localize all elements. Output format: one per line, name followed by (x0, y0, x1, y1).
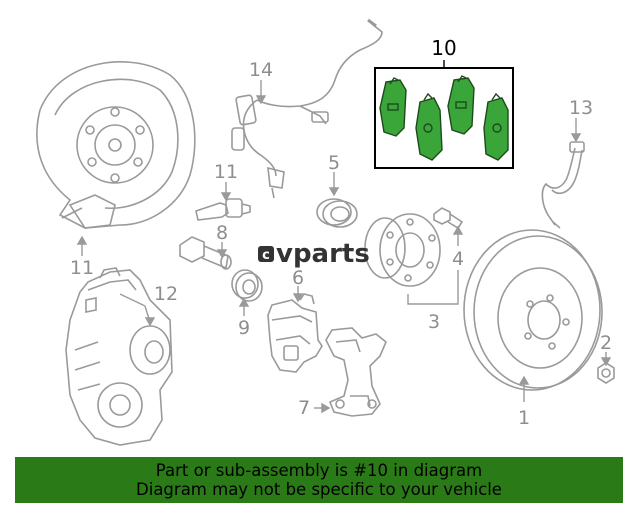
callout-1: 1 (518, 407, 530, 429)
caliper-bracket (325, 327, 387, 417)
info-banner: Part or sub-assembly is #10 in diagram D… (15, 457, 623, 503)
leader-lines (76, 60, 612, 414)
callout-13: 13 (569, 97, 593, 119)
banner-line-2: Diagram may not be specific to your vehi… (136, 480, 502, 499)
abs-sensor-wire (231, 18, 383, 199)
callout-12: 12 (154, 283, 178, 305)
brake-pad-3 (447, 75, 475, 135)
dust-shield (36, 61, 196, 229)
pin-boot (231, 269, 263, 302)
brake-rotor (463, 229, 603, 391)
brake-pad-1 (379, 77, 407, 137)
guide-pin (195, 198, 251, 221)
callout-2: 2 (600, 332, 612, 354)
caliper-pin-bolt (179, 236, 232, 270)
brake-pad-set-box (374, 67, 514, 169)
brake-pad-4 (483, 92, 509, 161)
callout-9: 9 (238, 317, 250, 339)
brake-pad-2 (415, 92, 443, 161)
callout-6: 6 (292, 267, 304, 289)
logo-glyph: ⅽ (262, 248, 270, 263)
caliper (267, 293, 323, 373)
vparts-logo: ⅽ vparts (258, 239, 370, 269)
hub-bolt (433, 207, 464, 230)
callout-4: 4 (452, 248, 464, 270)
callout-14: 14 (249, 59, 273, 81)
banner-line-1: Part or sub-assembly is #10 in diagram (155, 461, 483, 480)
callout-11-shield: 11 (70, 257, 94, 279)
logo-text: vparts (276, 239, 370, 269)
hub-assembly (364, 213, 441, 287)
callout-8: 8 (216, 222, 228, 244)
brake-hose (541, 141, 585, 229)
callout-5: 5 (328, 152, 340, 174)
seal-ring (316, 198, 358, 228)
callout-10: 10 (431, 36, 456, 60)
callout-7: 7 (298, 397, 310, 419)
callout-3: 3 (428, 311, 440, 333)
callout-11-pin: 11 (214, 161, 238, 183)
callout-labels: 10 14 13 11 5 8 4 6 12 3 9 2 7 11 1 (70, 36, 612, 429)
